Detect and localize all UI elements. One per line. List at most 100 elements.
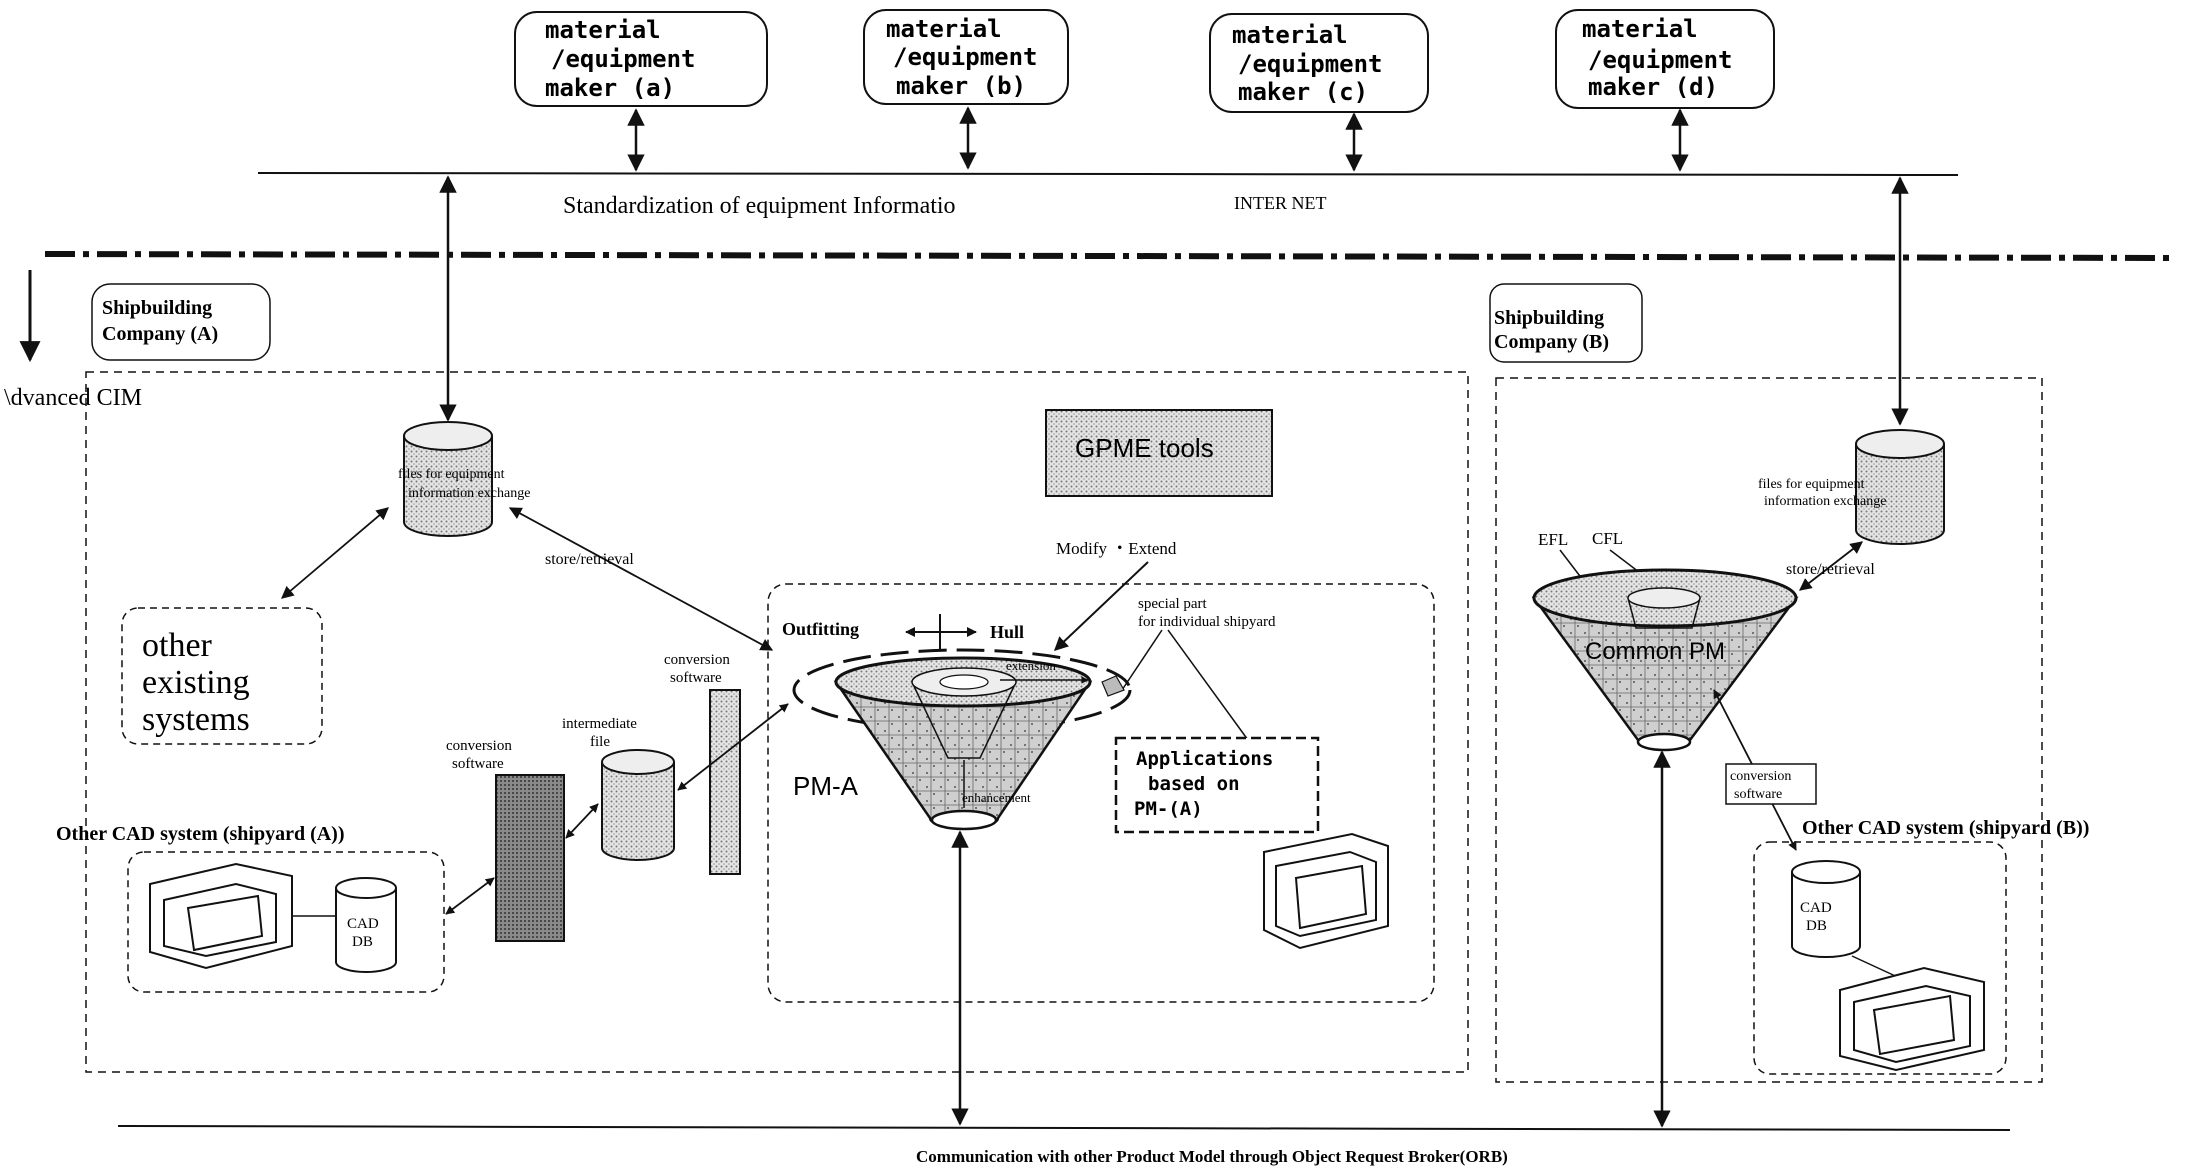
intermediate-file-cylinder [601, 749, 675, 861]
cad-db-a-line1: CAD [347, 916, 379, 932]
cad-db-a-cylinder: CAD DB [335, 877, 397, 973]
conv1-line1: conversion [446, 738, 512, 754]
files-pm-a-arrow [508, 507, 774, 651]
files-other-arrow [281, 507, 389, 599]
maker-a-line2: /equipment [551, 45, 696, 73]
common-pm-cone [1531, 568, 1799, 752]
intermediate-pm-arrow [677, 703, 789, 791]
pm-a-region [767, 583, 1435, 1003]
other-cad-a-box [127, 851, 445, 993]
enhancement-label: enhancement [962, 790, 1031, 805]
hull-label: Hull [990, 622, 1024, 642]
conv-b-line2: software [1734, 787, 1782, 802]
conv1-intermediate-arrow [565, 803, 599, 839]
apps-line1: Applications [1136, 748, 1273, 770]
applications-box: Applications based on PM-(A) [1114, 736, 1320, 834]
other-line3: systems [142, 701, 250, 738]
company-a-title-line2: Company (A) [102, 323, 218, 345]
company-b-title-line2: Company (B) [1494, 331, 1609, 353]
maker-b-box: material /equipment maker (b) [863, 9, 1069, 105]
store-retrieval-a: store/retrieval [545, 551, 634, 568]
conv1-line2: software [452, 756, 504, 772]
conversion-software-2 [709, 689, 741, 875]
maker-d-line2: /equipment [1588, 46, 1733, 74]
files-b-line2: information exchange [1764, 494, 1886, 509]
files-a-cylinder: files for equipment information exchange [398, 421, 530, 537]
company-a-boundary [85, 371, 1469, 1073]
other-cad-b-label: Other CAD system (shipyard (B)) [1802, 817, 2089, 839]
conv2-line2: software [670, 670, 722, 686]
orb-line [117, 1125, 2011, 1131]
company-b-title: Shipbuilding Company (B) [1489, 283, 1643, 363]
cad-db-b-cylinder: CAD DB [1791, 860, 1861, 958]
gpme-tools-box: GPME tools [1045, 409, 1273, 497]
maker-a-box: material /equipment maker (a) [514, 11, 768, 107]
monitor-a-icon [149, 862, 293, 970]
orb-label: Communication with other Product Model t… [916, 1147, 1508, 1166]
company-a-title-line1: Shipbuilding [102, 297, 212, 319]
maker-d-line1: material [1582, 15, 1698, 43]
cad-db-b-line1: CAD [1800, 900, 1832, 916]
internet-line [257, 172, 1959, 176]
files-b-line1: files for equipment [1758, 477, 1865, 492]
maker-c-line2: /equipment [1238, 50, 1383, 78]
special-line2: for individual shipyard [1138, 614, 1276, 630]
cad-db-b-line2: DB [1806, 918, 1827, 934]
cfl-label: CFL [1592, 529, 1623, 548]
cad-db-a-line2: DB [352, 934, 373, 950]
intermediate-line2: file [590, 734, 610, 750]
maker-c-line3: maker (c) [1238, 78, 1368, 106]
efl-label: EFL [1538, 530, 1568, 549]
internet-label: INTER NET [1234, 193, 1326, 213]
conversion-software-1 [495, 774, 565, 942]
maker-c-line1: material [1232, 21, 1348, 49]
special-line1: special part [1138, 596, 1208, 612]
other-line1: other [142, 627, 213, 664]
files-b-cylinder [1855, 429, 1945, 545]
cad-conv1-arrow [445, 877, 495, 915]
apps-line2: based on [1148, 773, 1240, 795]
files-a-line2: information exchange [408, 486, 530, 501]
maker-b-line3: maker (b) [896, 72, 1026, 100]
standardization-label: Standardization of equipment Informatio [563, 193, 956, 219]
other-line2: existing [142, 664, 250, 701]
pm-a-cone [792, 648, 1132, 831]
store-retrieval-b: store/retrieval [1786, 561, 1875, 578]
modify-extend-label: Modify ・Extend [1056, 539, 1177, 558]
maker-d-line3: maker (d) [1588, 73, 1718, 101]
maker-arrows [627, 106, 1689, 172]
gpme-label: GPME tools [1075, 433, 1214, 463]
special-pointer-1 [1121, 629, 1163, 691]
extension-label: extension [1006, 658, 1056, 673]
conv2-line1: conversion [664, 652, 730, 668]
other-cad-a-label: Other CAD system (shipyard (A)) [56, 823, 345, 845]
other-cad-b-box [1753, 841, 2007, 1075]
conversion-software-b [1725, 763, 1817, 805]
monitor-apps-icon [1263, 832, 1389, 950]
files-a-line1: files for equipment [398, 467, 505, 482]
separator-line [44, 251, 2176, 261]
maker-a-line1: material [545, 16, 661, 44]
other-existing-systems: other existing systems [121, 607, 323, 745]
apps-line3: PM-(A) [1134, 798, 1203, 820]
outfitting-hull-arrows [905, 614, 977, 650]
advanced-cim-label: \dvanced CIM [4, 385, 142, 411]
company-b-boundary [1495, 377, 2043, 1083]
company-b-title-line1: Shipbuilding [1494, 307, 1604, 329]
pm-a-label: PM-A [793, 771, 859, 801]
outfitting-label: Outfitting [782, 619, 859, 639]
files-b-pm-arrow [1799, 541, 1863, 591]
maker-a-line3: maker (a) [545, 74, 675, 102]
maker-d-box: material /equipment maker (d) [1555, 9, 1775, 109]
maker-c-box: material /equipment maker (c) [1209, 13, 1429, 113]
gpme-arrow [1053, 561, 1149, 651]
intermediate-line1: intermediate [562, 716, 637, 732]
company-a-title: Shipbuilding Company (A) [91, 283, 271, 361]
special-pointer-2 [1167, 629, 1249, 741]
common-pm-label: Common PM [1585, 638, 1725, 665]
maker-b-line2: /equipment [893, 43, 1038, 71]
maker-b-line1: material [886, 15, 1002, 43]
monitor-b-icon [1839, 966, 1985, 1072]
